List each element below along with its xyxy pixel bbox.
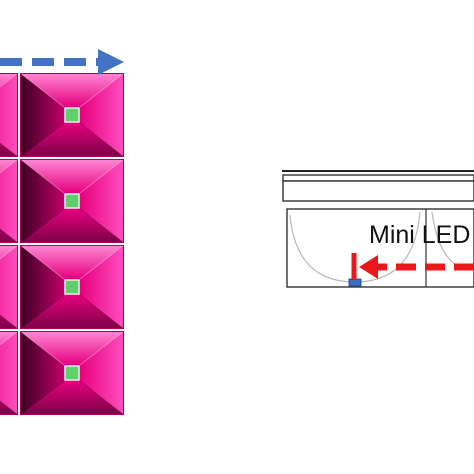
- led-chip: [64, 279, 80, 295]
- led-chip: [64, 193, 80, 209]
- led-chip: [64, 107, 80, 123]
- reflector-cell: [0, 72, 19, 158]
- mini-led-label: Mini LED: [369, 221, 470, 249]
- reflector-cell: [0, 244, 19, 330]
- reflector-cell: [0, 330, 19, 416]
- reflector-cell: [0, 158, 19, 244]
- blue-right-arrow-icon: [0, 49, 124, 75]
- led-chip: [64, 365, 80, 381]
- reflector-grid: [0, 72, 125, 416]
- red-left-arrow-icon: [351, 253, 474, 280]
- mini-led-chip-icon: [348, 278, 362, 287]
